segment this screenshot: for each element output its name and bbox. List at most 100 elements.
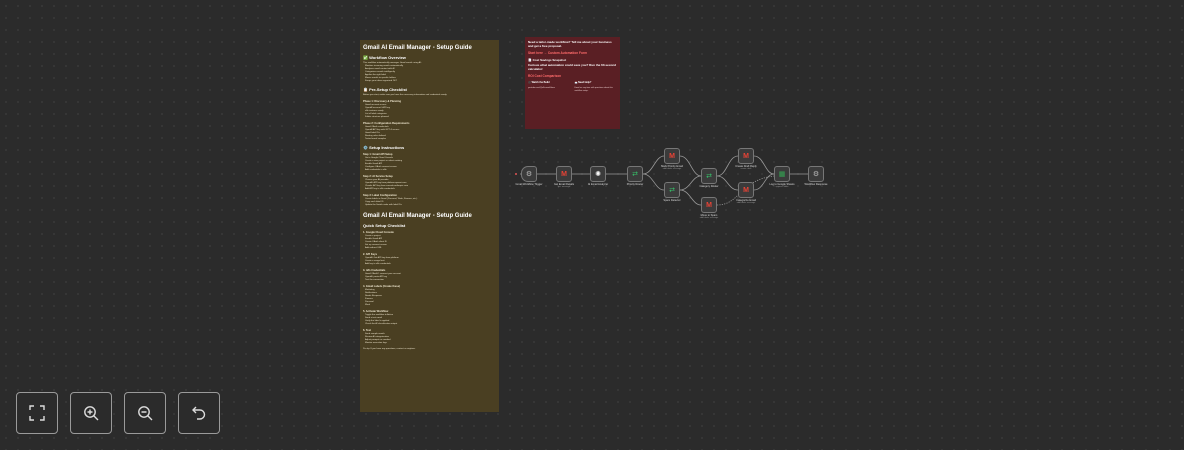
list-item: Claude: API key from console.anthropic.c… xyxy=(365,185,409,187)
list-item: Gmail label IDs xyxy=(365,132,380,134)
categorize-email-node[interactable]: M xyxy=(738,182,754,198)
canvas-controls xyxy=(16,392,220,434)
priority-router-node[interactable]: ⇄ xyxy=(627,166,643,182)
promo-column-watch: 🎥 Watch the Build youtube.com/@n8n-workf… xyxy=(528,81,571,94)
list-item: Set up consent screen xyxy=(365,244,387,246)
zoom-in-icon xyxy=(84,406,99,421)
list-item: Send a test email xyxy=(365,317,382,319)
list-item: Gmail OAuth2: connect your account xyxy=(365,273,401,275)
custom-automation-link[interactable]: Start here → Custom Automation Form xyxy=(528,51,588,55)
workflow-trigger-node[interactable]: ⚙ xyxy=(521,166,537,182)
setup-guide-sticky-note[interactable]: Gmail AI Email Manager - Setup Guide ✅ W… xyxy=(360,40,499,412)
step3-list: Create labels in Gmail (Personal, Work, … xyxy=(363,198,496,207)
list-item: Adjust prompts as needed xyxy=(365,339,391,341)
workflow-response-node[interactable]: ⚙ xyxy=(808,166,824,182)
list-item: Folder structure planned xyxy=(365,116,389,118)
zoom-out-button[interactable] xyxy=(124,392,166,434)
openai-icon: ✺ xyxy=(595,171,601,178)
node-label: AI Email Analyzer xyxy=(587,183,609,186)
quick3-list: Gmail OAuth2: connect your account OpenA… xyxy=(363,273,496,282)
get-email-details-node[interactable]: M xyxy=(556,166,572,182)
quick2-heading: 2. API Keys xyxy=(363,253,378,256)
webhook-icon: ⚙ xyxy=(525,171,533,178)
list-item: Add redirect URL xyxy=(365,247,382,249)
move-to-spam-node[interactable]: M xyxy=(701,197,717,213)
fit-view-button[interactable] xyxy=(16,392,58,434)
quick4-heading: 4. Gmail Labels (Create these) xyxy=(363,285,401,288)
step2-list: Choose your AI provider OpenAI: API key … xyxy=(363,179,496,191)
promo-sticky-note[interactable]: Need a tailor-made workflow? Tell me abo… xyxy=(525,37,620,129)
list-item: Toggle the workflow to Active xyxy=(365,314,394,316)
phase2-heading: Phase 2: Configuration Requirements xyxy=(363,122,410,125)
list-item: OpenAI: Get API key from platform xyxy=(365,257,399,259)
category-router-node[interactable]: ⇄ xyxy=(701,168,717,184)
list-item: Review AI categorization xyxy=(365,336,389,338)
list-item: Personal xyxy=(365,301,374,303)
list-item: List of label categories xyxy=(365,113,387,115)
list-item: Add credentials in n8n xyxy=(365,169,387,171)
list-item: Add API key to n8n credentials xyxy=(365,188,395,190)
spam-detector-node[interactable]: ⇄ xyxy=(664,182,680,198)
log-sheets-node[interactable]: ▦ xyxy=(774,166,790,182)
list-item: Categorizes emails intelligently xyxy=(365,71,396,73)
list-item: OpenAI account / API key xyxy=(365,107,390,109)
mark-priority-node[interactable]: M xyxy=(664,148,680,164)
list-item: Choose your AI provider xyxy=(365,179,389,181)
list-item: n8n instance ready xyxy=(365,110,384,112)
promo-intro: Need a tailor-made workflow? Tell me abo… xyxy=(528,40,612,48)
list-item: Gmail account access xyxy=(365,104,387,106)
node-label: Priority Router xyxy=(626,183,644,186)
calculator-text: Curious what automation could save you? … xyxy=(528,63,617,71)
create-draft-node[interactable]: M xyxy=(738,148,754,164)
overview-intro: This workflow automatically manages Gmai… xyxy=(363,62,422,64)
list-item: Needs Response xyxy=(365,295,382,297)
quick6-list: Send sample emails Review AI categorizat… xyxy=(363,333,496,345)
list-item: Go to Google Cloud Console xyxy=(365,157,393,159)
list-item: Notifications xyxy=(365,292,377,294)
list-item: Update the Switch node with label IDs xyxy=(365,204,402,206)
cost-savings-heading: 📄 Cost Savings Snapshot xyxy=(528,58,567,62)
list-item: Monitor execution logs xyxy=(365,342,387,344)
node-label: Workflow Response xyxy=(804,183,828,186)
list-item: Moves emails to specific folders xyxy=(365,77,396,79)
list-item: Test the connection xyxy=(365,279,384,281)
list-item: Create labels in Gmail (Personal, Work, … xyxy=(365,198,418,200)
list-item: OpenAI: paste API key xyxy=(365,276,388,278)
quick2-list: OpenAI: Get API key from platform Create… xyxy=(363,257,496,266)
node-label: Gmail Workflow Trigger xyxy=(515,183,543,186)
list-item: Routing rules defined xyxy=(365,135,386,137)
gmail-icon: M xyxy=(743,152,749,160)
gmail-icon: M xyxy=(706,201,712,209)
need-help-text: Email us any time with questions about t… xyxy=(574,87,613,92)
list-item: Marketing xyxy=(365,289,375,291)
list-item: Add key to n8n credentials xyxy=(365,263,391,265)
node-label: Spam Detector xyxy=(663,199,681,202)
guide-footer: Pro tip: If you have any questions, cont… xyxy=(363,348,416,350)
watch-build-text[interactable]: youtube.com/@n8n-workflows xyxy=(528,87,555,89)
checklist-intro: Before you start, make sure you have the… xyxy=(363,94,447,96)
list-item: Monitors incoming emails automatically xyxy=(365,65,404,67)
quick3-heading: 3. n8n Credentials xyxy=(363,269,386,272)
quick1-list: Create a project Enable Gmail API Create… xyxy=(363,235,496,250)
reset-zoom-button[interactable] xyxy=(178,392,220,434)
phase1-list: Gmail account access OpenAI account / AP… xyxy=(363,104,496,119)
list-item: Configure OAuth consent screen xyxy=(365,166,397,168)
quick4-list: Marketing Notifications Needs Response F… xyxy=(363,289,496,307)
list-item: Gmail OAuth credentials xyxy=(365,126,389,128)
list-item: Tested email samples xyxy=(365,138,387,140)
zoom-out-icon xyxy=(138,406,153,421)
gmail-icon: M xyxy=(669,152,675,160)
zoom-in-button[interactable] xyxy=(70,392,112,434)
roi-comparison-link[interactable]: ROI Cost Comparison xyxy=(528,74,562,78)
ai-email-analyzer-node[interactable]: ✺ xyxy=(590,166,606,182)
list-item: Send sample emails xyxy=(365,333,385,335)
list-item: Finance xyxy=(365,298,373,300)
overview-heading: ✅ Workflow Overview xyxy=(363,55,406,60)
overview-list: Monitors incoming emails automatically A… xyxy=(363,65,496,83)
list-item: Create a new project or select existing xyxy=(365,160,403,162)
